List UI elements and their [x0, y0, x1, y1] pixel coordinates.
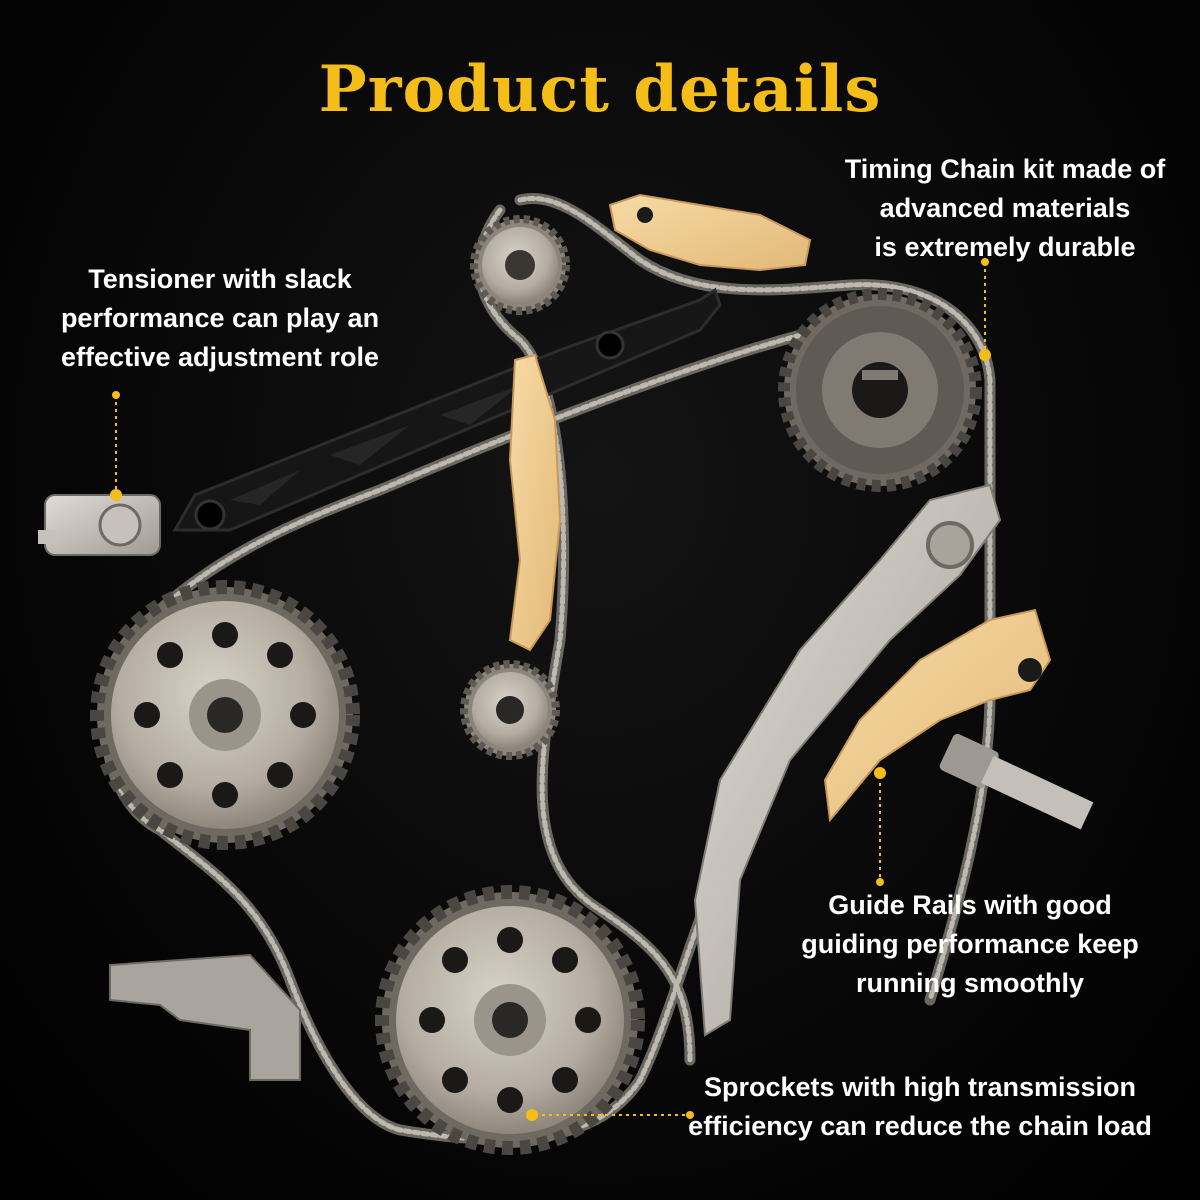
camshaft-sprocket-upper-small	[470, 215, 570, 315]
metal-tensioner-arm	[693, 483, 1002, 1037]
guide-rails-callout: Guide Rails with good guiding performanc…	[770, 886, 1170, 1003]
page-title: Product details	[318, 52, 882, 127]
timing-chain-callout-line: is extremely durable	[874, 232, 1136, 262]
upper-guide-rail	[608, 193, 812, 272]
crankshaft-sprocket-small	[460, 660, 560, 760]
timing-chain-callout-line: advanced materials	[879, 193, 1131, 223]
guide-rails-callout-line: guiding performance keep	[801, 929, 1139, 959]
tensioner-callout-line: effective adjustment role	[60, 342, 380, 372]
center-guide-rail	[508, 353, 562, 652]
left-camshaft-sprocket	[90, 580, 360, 850]
callout-leaders	[115, 262, 986, 1116]
tensioner-callout-line: performance can play an	[60, 303, 380, 333]
callout-markers	[110, 258, 991, 1121]
guide-rails-callout-line: Guide Rails with good	[828, 890, 1112, 920]
chain-tensioner-part	[38, 494, 161, 556]
lower-bracket-part	[109, 953, 301, 1081]
sprockets-callout: Sprockets with high transmission efficie…	[670, 1068, 1170, 1146]
sprockets-callout-line: Sprockets with high transmission	[703, 1072, 1137, 1102]
tensioner-callout-line: Tensioner with slack	[88, 264, 352, 294]
tensioner-bolt-part	[939, 733, 1094, 830]
sprockets-callout-line: efficiency can reduce the chain load	[688, 1111, 1152, 1141]
intake-camshaft-sprocket	[778, 288, 982, 492]
black-chain-guide	[172, 287, 722, 532]
lower-camshaft-sprocket	[375, 885, 645, 1155]
tensioner-callout: Tensioner with slack performance can pla…	[40, 260, 400, 377]
timing-chain-callout: Timing Chain kit made of advanced materi…	[820, 150, 1190, 267]
timing-chain-callout-line: Timing Chain kit made of	[844, 154, 1166, 184]
right-guide-rail	[823, 608, 1052, 823]
guide-rails-callout-line: running smoothly	[856, 968, 1084, 998]
